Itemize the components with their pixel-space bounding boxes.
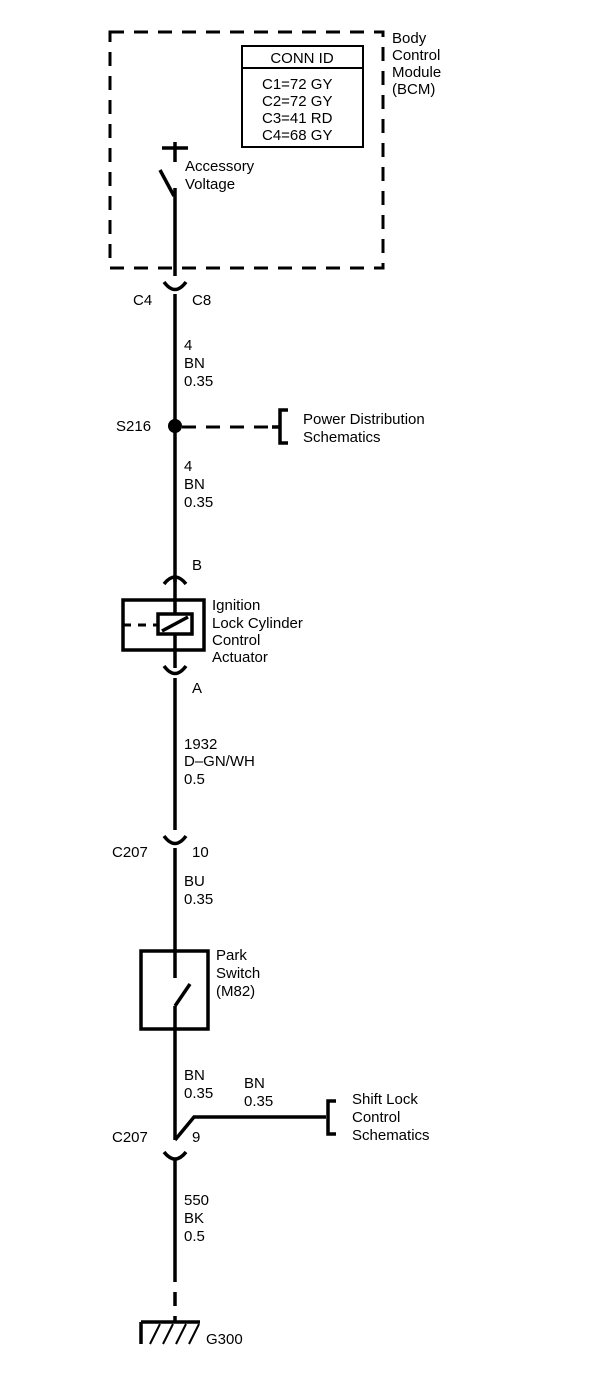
wire4-gauge: 0.35 xyxy=(184,891,213,908)
power-distribution-line-2: Schematics xyxy=(303,429,381,446)
power-distribution-bracket xyxy=(278,408,288,445)
power-distribution-line-1: Power Distribution xyxy=(303,411,425,428)
wire1-gauge: 0.35 xyxy=(184,373,213,390)
actuator-pin-b-label: B xyxy=(192,557,202,574)
wire1-color: BN xyxy=(184,355,205,372)
actuator-pin-a-label: A xyxy=(192,680,202,697)
wire6-color: BN xyxy=(244,1075,265,1092)
bcm-name-line-1: Body xyxy=(392,30,427,47)
connector-c207-pin10-symbol xyxy=(162,834,188,846)
connector-c4-symbol xyxy=(162,280,188,292)
actuator-name-line-4: Actuator xyxy=(212,649,268,666)
wire6-gauge: 0.35 xyxy=(244,1093,273,1110)
accessory-label-line-1: Accessory xyxy=(185,158,255,175)
wire1-circuit: 4 xyxy=(184,337,192,354)
park-switch-line-2: Switch xyxy=(216,965,260,982)
wire2-color: BN xyxy=(184,476,205,493)
actuator-name-line-2: Lock Cylinder xyxy=(212,615,303,632)
actuator-name-line-1: Ignition xyxy=(212,597,260,614)
connector-c4-label: C4 xyxy=(133,292,152,309)
conn-id-title: CONN ID xyxy=(270,50,334,67)
conn-id-table xyxy=(241,45,364,148)
wire7-gauge: 0.5 xyxy=(184,1228,205,1245)
connector-c207-pin9-symbol xyxy=(162,1150,188,1161)
shift-lock-line-2: Control xyxy=(352,1109,400,1126)
actuator-name-line-3: Control xyxy=(212,632,260,649)
ground-g300-label: G300 xyxy=(206,1331,243,1348)
wire7-color: BK xyxy=(184,1210,204,1227)
wire3-gauge: 0.5 xyxy=(184,771,205,788)
wire3-circuit: 1932 xyxy=(184,736,217,753)
connector-c8-label: C8 xyxy=(192,292,211,309)
wire5-gauge: 0.35 xyxy=(184,1085,213,1102)
park-switch-line-1: Park xyxy=(216,947,247,964)
actuator-pin-a-symbol xyxy=(162,664,188,676)
accessory-label-line-2: Voltage xyxy=(185,176,235,193)
shift-lock-line-1: Shift Lock xyxy=(352,1091,418,1108)
shift-lock-branch-wire xyxy=(173,1115,326,1142)
actuator-pin-b-symbol xyxy=(162,575,188,586)
conn-id-c1: C1=72 GY xyxy=(262,76,332,93)
conn-id-c2: C2=72 GY xyxy=(262,93,332,110)
shift-lock-line-3: Schematics xyxy=(352,1127,430,1144)
park-switch-contact xyxy=(173,983,192,1007)
bcm-name-line-4: (BCM) xyxy=(392,81,435,98)
wire4-color: BU xyxy=(184,873,205,890)
bcm-boundary xyxy=(108,30,385,270)
wire2-gauge: 0.35 xyxy=(184,494,213,511)
splice-s216-label: S216 xyxy=(116,418,151,435)
connector-c207-bottom-label: C207 xyxy=(112,1129,148,1146)
conn-id-c3: C3=41 RD xyxy=(262,110,333,127)
connector-c207-top-label: C207 xyxy=(112,844,148,861)
ground-symbol xyxy=(139,1320,200,1345)
wire2-circuit: 4 xyxy=(184,458,192,475)
wire3-color: D–GN/WH xyxy=(184,753,255,770)
conn-id-c4: C4=68 GY xyxy=(262,127,332,144)
connector-c207-pin9-label: 9 xyxy=(192,1129,200,1146)
shift-lock-bracket xyxy=(326,1099,336,1136)
accessory-voltage-switch xyxy=(158,142,188,276)
wire5-color: BN xyxy=(184,1067,205,1084)
bcm-name-line-2: Control xyxy=(392,47,440,64)
connector-c207-pin10-label: 10 xyxy=(192,844,209,861)
wire7-circuit: 550 xyxy=(184,1192,209,1209)
bcm-name-line-3: Module xyxy=(392,64,441,81)
park-switch-line-3: (M82) xyxy=(216,983,255,1000)
